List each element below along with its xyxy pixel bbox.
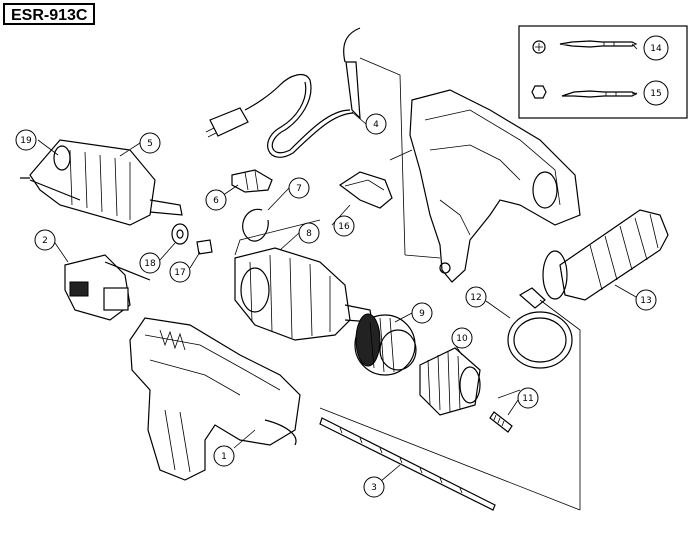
chuck-collar — [354, 313, 417, 376]
svg-text:4: 4 — [373, 120, 379, 130]
callout-3: 3 — [363, 476, 385, 498]
handle-clamp-band — [507, 287, 573, 369]
svg-text:8: 8 — [306, 229, 312, 239]
svg-text:10: 10 — [456, 334, 468, 344]
callout-4: 4 — [365, 113, 387, 135]
callout-19: 19 — [15, 129, 37, 151]
chuck-screw — [489, 411, 513, 433]
callout-17: 17 — [169, 261, 191, 283]
svg-text:18: 18 — [144, 259, 156, 269]
power-cord — [205, 27, 361, 158]
gearbox-assembly — [234, 247, 373, 341]
svg-text:2: 2 — [42, 236, 48, 246]
svg-text:11: 11 — [522, 394, 533, 404]
callout-5: 5 — [139, 132, 161, 154]
svg-text:14: 14 — [650, 44, 662, 54]
housing-half-left — [129, 317, 301, 481]
svg-text:9: 9 — [419, 309, 425, 319]
callout-13: 13 — [635, 289, 657, 311]
depth-gauge-rod — [319, 417, 496, 511]
switch-assembly — [64, 254, 151, 321]
svg-text:12: 12 — [470, 293, 481, 303]
model-title: ESR-913C — [3, 3, 96, 25]
svg-text:1: 1 — [221, 452, 227, 462]
svg-text:19: 19 — [20, 136, 32, 146]
svg-text:6: 6 — [213, 196, 219, 206]
callout-leaders — [37, 43, 638, 488]
callout-8: 8 — [298, 222, 320, 244]
side-handle-grip — [542, 209, 669, 301]
keyless-chuck — [419, 347, 481, 416]
svg-text:17: 17 — [174, 268, 185, 278]
callout-1: 1 — [213, 445, 235, 467]
callout-15: 15 — [643, 80, 669, 106]
callout-9: 9 — [411, 302, 433, 324]
callout-14: 14 — [643, 35, 669, 61]
armature-assembly — [20, 139, 183, 226]
svg-text:16: 16 — [338, 222, 350, 232]
svg-text:7: 7 — [296, 184, 302, 194]
callout-6: 6 — [205, 189, 227, 211]
callout-10: 10 — [451, 327, 473, 349]
callout-7: 7 — [288, 177, 310, 199]
callout-12: 12 — [465, 286, 487, 308]
trigger-part — [338, 171, 393, 209]
small-bearing-parts — [171, 223, 213, 255]
svg-text:13: 13 — [640, 296, 651, 306]
svg-text:5: 5 — [147, 139, 153, 149]
callout-2: 2 — [34, 229, 56, 251]
assembly-lines — [234, 57, 581, 511]
callout-11: 11 — [517, 387, 539, 409]
spring-clip — [242, 208, 269, 242]
bit-accessory-box — [518, 25, 688, 119]
svg-text:3: 3 — [371, 483, 377, 493]
brush-holder — [231, 169, 273, 193]
svg-text:15: 15 — [650, 89, 661, 99]
callout-16: 16 — [333, 215, 355, 237]
callout-18: 18 — [139, 252, 161, 274]
housing-half-right — [409, 89, 581, 283]
